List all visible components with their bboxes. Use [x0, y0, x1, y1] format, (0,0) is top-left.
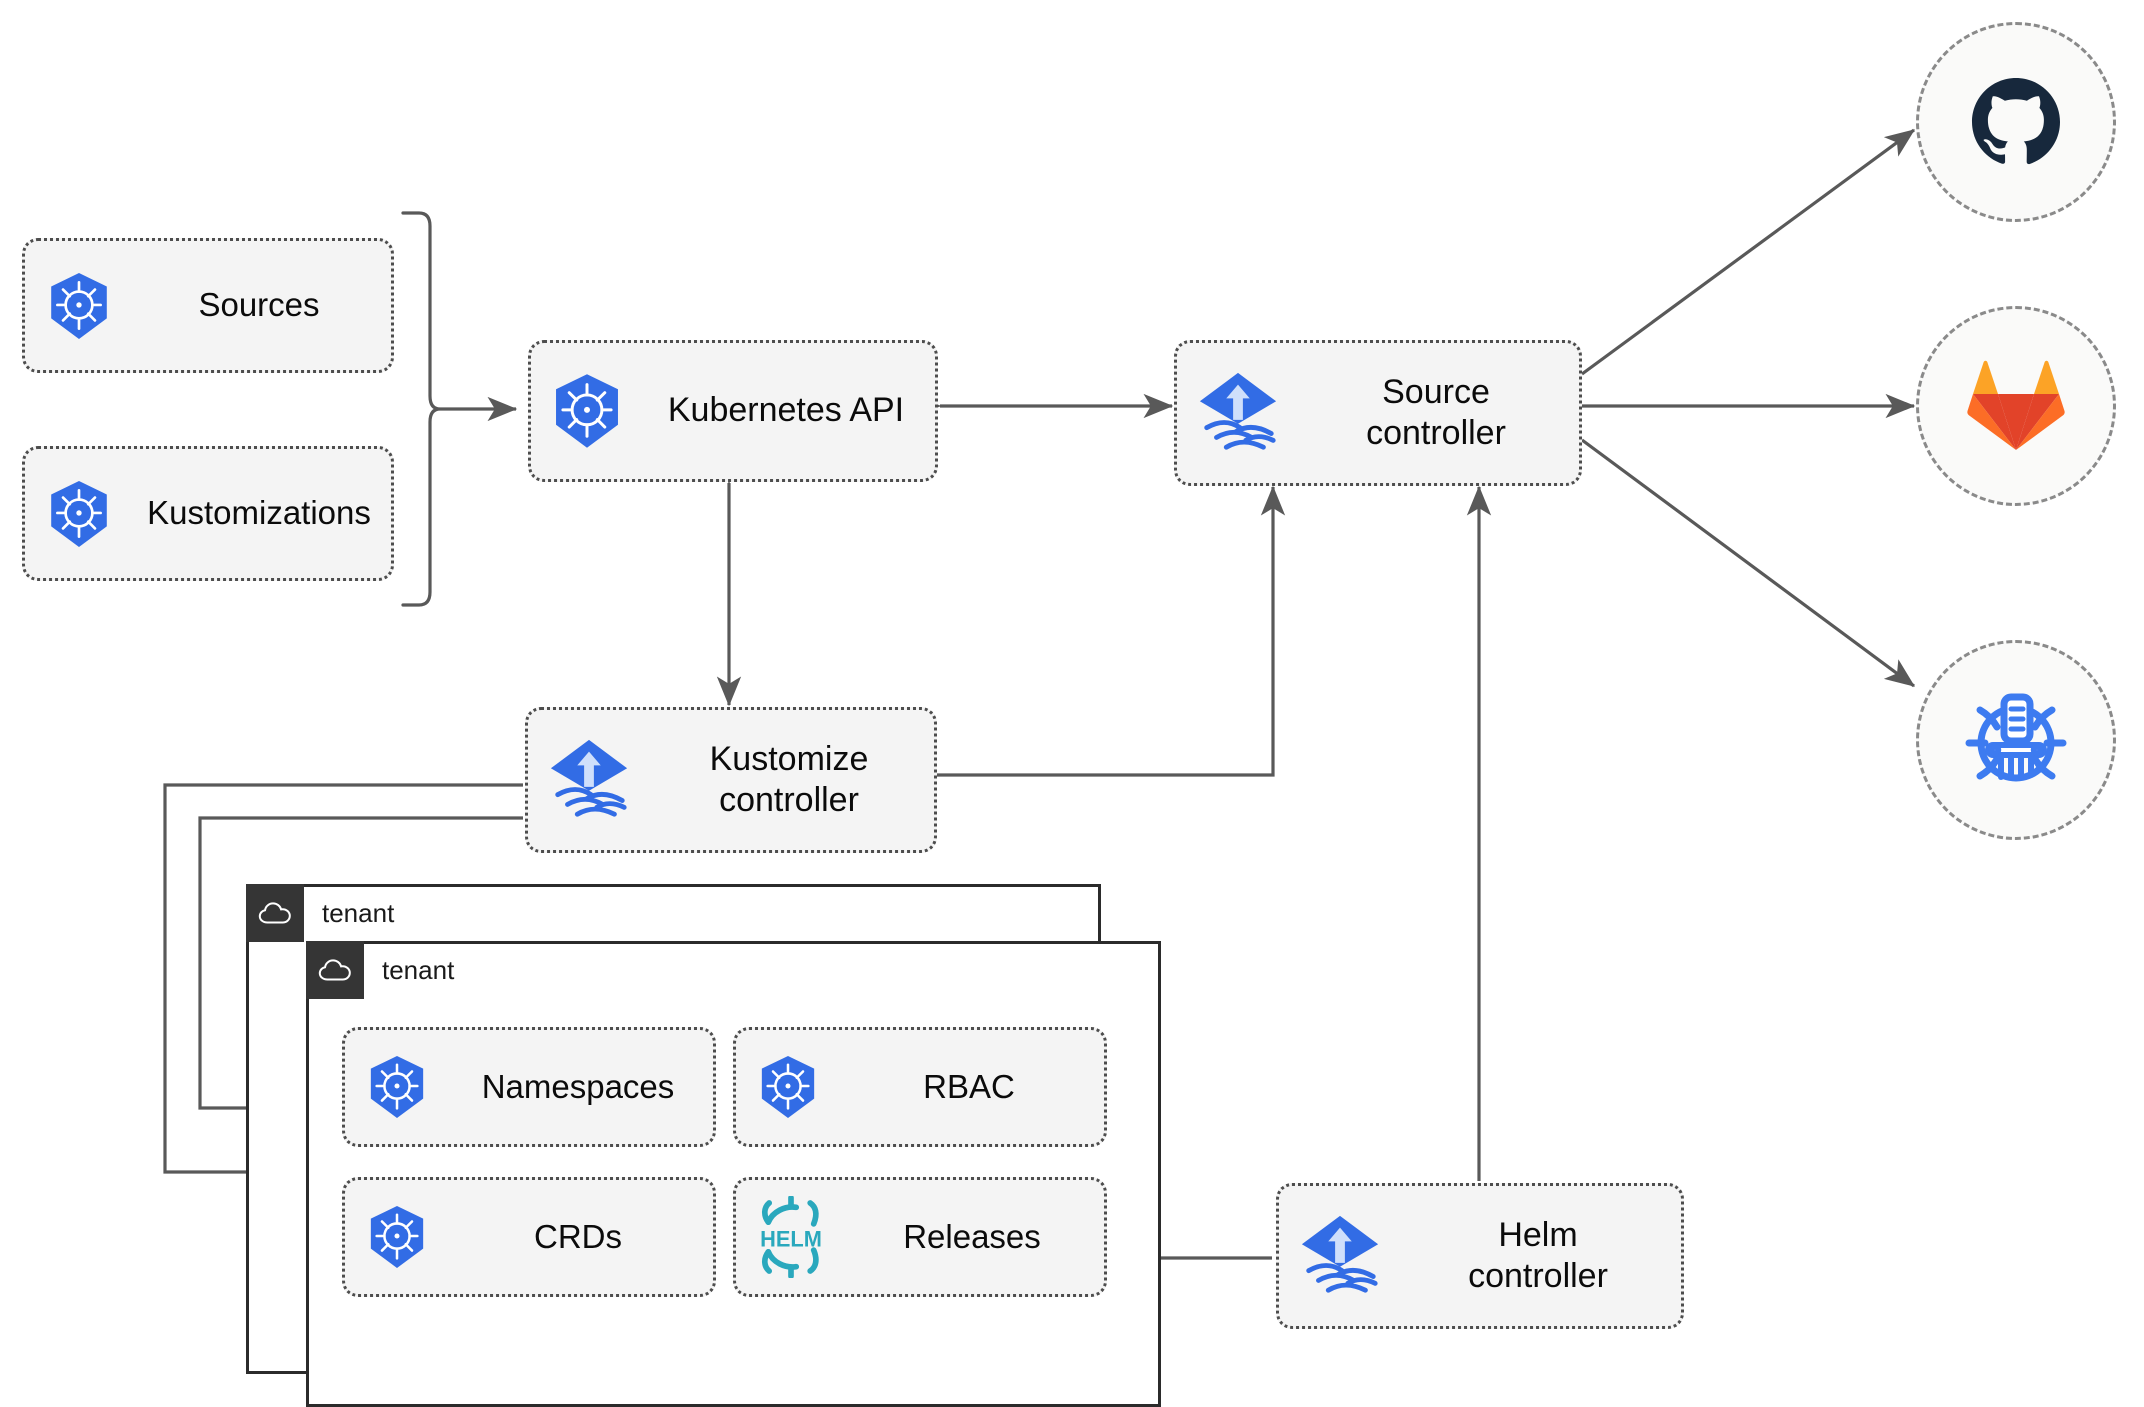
edge-sources-brace	[401, 211, 518, 607]
external-gitlab[interactable]	[1916, 306, 2116, 506]
node-kustomizations-label: Kustomizations	[147, 494, 371, 532]
node-sources[interactable]: Sources	[22, 238, 394, 373]
kubernetes-icon	[531, 372, 643, 450]
external-helm-repository[interactable]	[1916, 640, 2116, 840]
node-kustomizations[interactable]: Kustomizations	[22, 446, 394, 581]
tenant-label-front: tenant	[382, 954, 455, 985]
node-source-controller[interactable]: Source controller	[1174, 340, 1582, 486]
github-icon	[1972, 78, 2060, 165]
tenant-label-back: tenant	[322, 897, 395, 928]
helm-repository-icon	[1965, 693, 2067, 782]
tenant-header-front: tenant	[306, 941, 454, 999]
kubernetes-icon	[345, 1054, 449, 1120]
flux-icon	[1279, 1212, 1401, 1300]
node-releases[interactable]: HELM Releases	[733, 1177, 1107, 1297]
edge-kustomize-source	[937, 485, 1286, 777]
node-helm-controller-label: Helm controller	[1468, 1215, 1608, 1295]
tenant-container-front[interactable]: tenant	[306, 941, 1161, 1407]
edge-source-helmrepo	[1581, 438, 1916, 688]
node-kubernetes-api[interactable]: Kubernetes API	[528, 340, 938, 482]
node-source-controller-label: Source controller	[1366, 372, 1506, 452]
node-rbac[interactable]: RBAC	[733, 1027, 1107, 1147]
cloud-icon	[306, 941, 364, 999]
helm-icon: HELM	[736, 1196, 846, 1278]
node-kustomize-controller[interactable]: Kustomize controller	[525, 707, 937, 853]
node-kubernetes-api-label: Kubernetes API	[667, 391, 905, 430]
flux-icon	[1177, 369, 1299, 457]
external-github[interactable]	[1916, 22, 2116, 222]
kubernetes-icon	[345, 1204, 449, 1270]
node-crds-label: CRDs	[534, 1217, 622, 1255]
node-kustomize-controller-label: Kustomize controller	[709, 739, 869, 819]
node-crds[interactable]: CRDs	[342, 1177, 716, 1297]
tenant-header-back: tenant	[246, 884, 394, 942]
flux-icon	[528, 736, 650, 824]
svg-text:HELM: HELM	[760, 1227, 822, 1252]
node-namespaces-label: Namespaces	[481, 1067, 675, 1105]
node-namespaces[interactable]: Namespaces	[342, 1027, 716, 1147]
kubernetes-icon	[25, 271, 133, 341]
node-rbac-label: RBAC	[923, 1067, 1015, 1105]
edge-source-github	[1581, 128, 1916, 376]
node-releases-label: Releases	[903, 1217, 1041, 1255]
gitlab-icon	[1967, 360, 2065, 450]
cloud-icon	[246, 884, 304, 942]
kubernetes-icon	[25, 479, 133, 549]
node-sources-label: Sources	[198, 286, 320, 324]
node-helm-controller[interactable]: Helm controller	[1276, 1183, 1684, 1329]
kubernetes-icon	[736, 1054, 840, 1120]
